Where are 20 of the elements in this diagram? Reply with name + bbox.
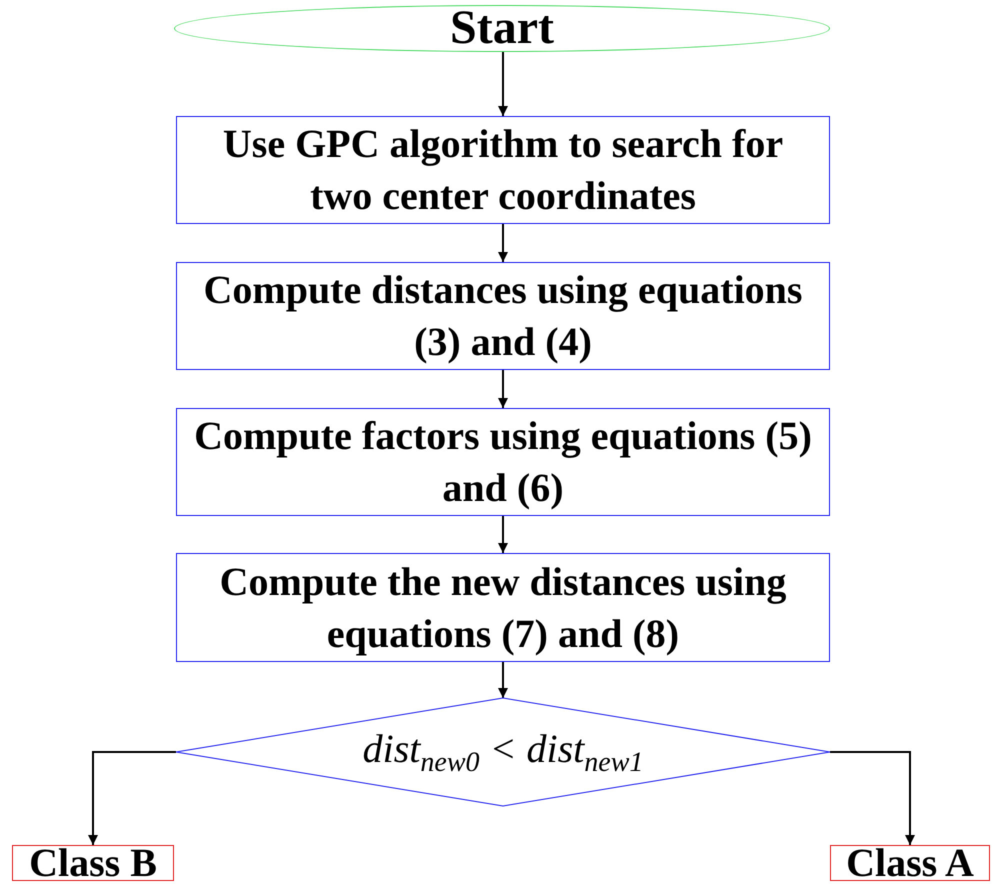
- process-box: [176, 553, 830, 662]
- arrow: [498, 370, 508, 408]
- result-box: [12, 845, 174, 881]
- arrow: [88, 751, 176, 845]
- arrow: [830, 751, 915, 845]
- result-box: [830, 845, 990, 881]
- node-text: Start: [449, 0, 555, 56]
- arrow: [498, 516, 508, 553]
- arrow: [498, 52, 508, 116]
- node-text: Class A: [845, 839, 975, 884]
- decision-diamond: [176, 698, 830, 806]
- node-text: Compute factors using equations (5) and (6): [193, 412, 813, 512]
- node-text: Compute the new distances using equations (7) and (8): [218, 558, 788, 658]
- node-text: Use GPC algorithm to search for two center coordinates: [222, 120, 784, 220]
- node-text: Compute distances using equations (3) and (4): [202, 266, 804, 366]
- process-box: [176, 116, 830, 224]
- node-text: Class B: [28, 839, 158, 884]
- arrow: [498, 662, 508, 698]
- arrow: [498, 224, 508, 262]
- node-text: dist$_{new0}$ < dist$_{new1}$: [362, 724, 644, 780]
